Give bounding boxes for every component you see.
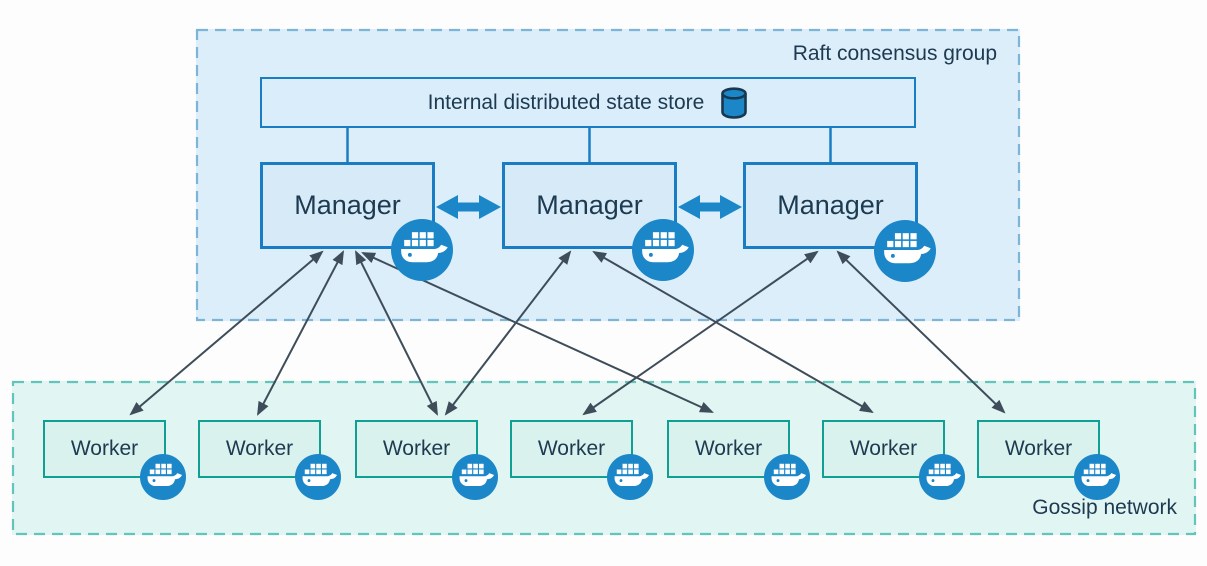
state-store-box: Internal distributed state store xyxy=(260,77,916,128)
manager-worker-arrow xyxy=(836,250,1006,414)
worker-4-box: Worker xyxy=(510,420,633,478)
manager-worker-arrow xyxy=(444,250,572,416)
manager-worker-arrow xyxy=(582,250,819,416)
manager-label: Manager xyxy=(536,190,643,220)
manager-worker-arrow xyxy=(257,250,344,416)
state-store-label: Internal distributed state store xyxy=(427,90,705,114)
worker-label: Worker xyxy=(537,437,606,460)
docker-whale-icon xyxy=(874,220,936,282)
manager-3-box: Manager xyxy=(743,162,918,249)
manager-peer-arrow xyxy=(678,195,742,219)
manager-label: Manager xyxy=(777,190,884,220)
docker-whale-icon xyxy=(295,454,341,500)
docker-whale-icon xyxy=(607,454,653,500)
docker-whale-icon xyxy=(764,454,810,500)
worker-label: Worker xyxy=(1004,437,1073,460)
docker-whale-icon xyxy=(632,219,694,281)
docker-whale-icon xyxy=(452,454,498,500)
manager-peer-arrows xyxy=(436,195,742,219)
database-cylinder-icon xyxy=(721,86,748,119)
manager-peer-arrow xyxy=(436,195,501,219)
worker-label: Worker xyxy=(225,437,294,460)
docker-whale-icon xyxy=(919,454,965,500)
docker-whale-icon xyxy=(140,454,186,500)
manager-label: Manager xyxy=(294,190,401,220)
gossip-network-dashed-border xyxy=(11,380,1197,536)
worker-label: Worker xyxy=(382,437,451,460)
state-store-connectors xyxy=(346,126,832,165)
gossip-network-label: Gossip network xyxy=(1032,496,1177,519)
docker-whale-icon xyxy=(1074,454,1120,500)
raft-group-label: Raft consensus group xyxy=(792,42,997,65)
worker-label: Worker xyxy=(849,437,918,460)
manager-1-box: Manager xyxy=(260,162,435,249)
docker-whale-icon xyxy=(391,219,453,281)
manager-worker-arrow xyxy=(129,250,324,416)
worker-label: Worker xyxy=(70,437,139,460)
worker-label: Worker xyxy=(694,437,763,460)
